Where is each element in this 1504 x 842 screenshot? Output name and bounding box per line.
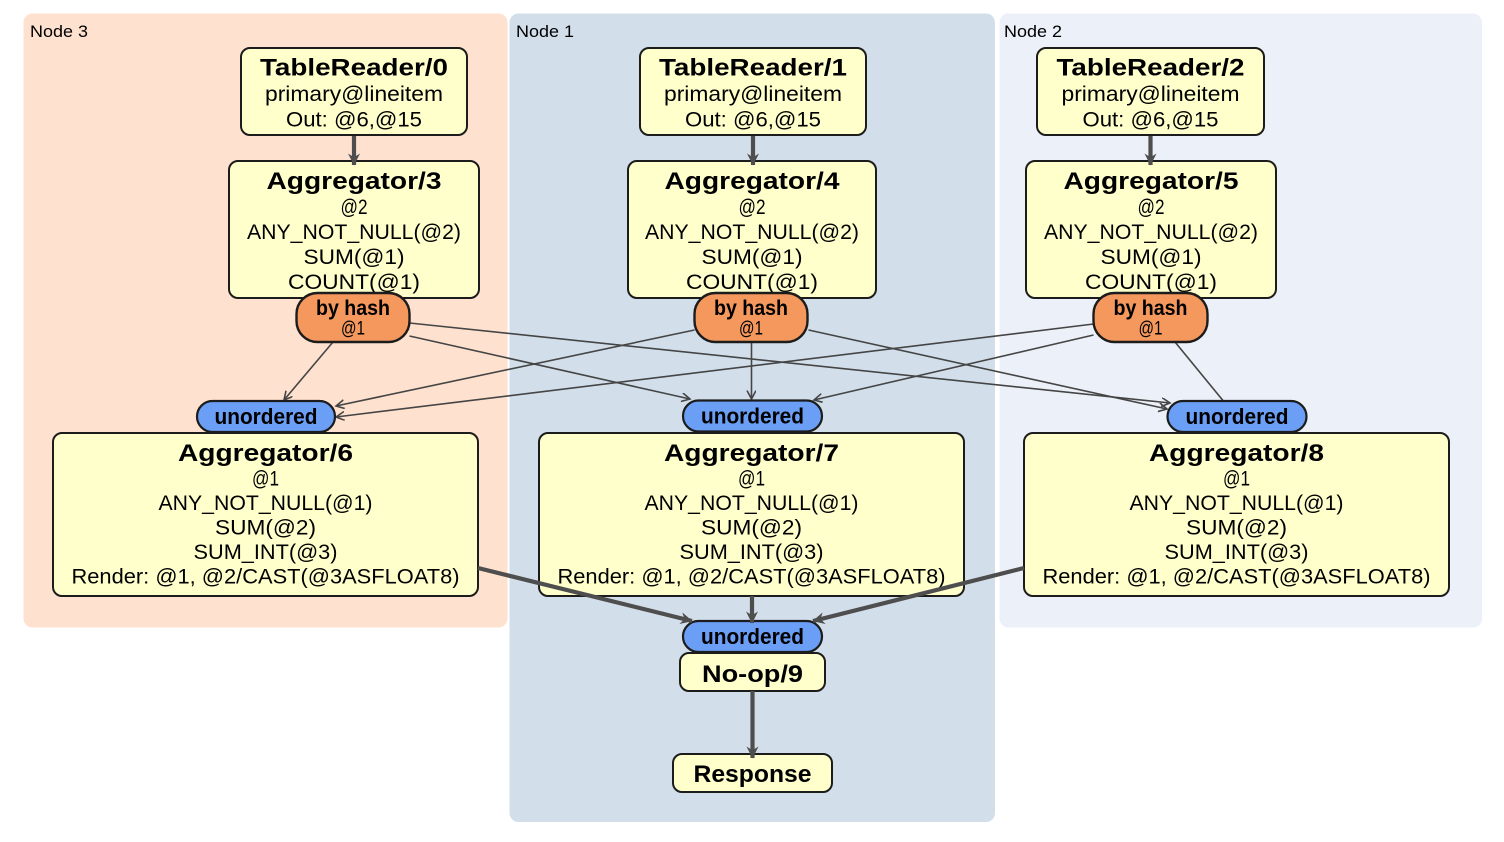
svg-text:Out: @6,@15: Out: @6,@15 bbox=[286, 109, 422, 132]
svg-text:COUNT(@1): COUNT(@1) bbox=[1085, 271, 1217, 294]
svg-text:unordered: unordered bbox=[701, 404, 804, 429]
svg-text:primary@lineitem: primary@lineitem bbox=[664, 83, 842, 106]
svg-text:TableReader/2: TableReader/2 bbox=[1057, 55, 1245, 82]
svg-text:SUM(@1): SUM(@1) bbox=[702, 246, 803, 269]
svg-text:No-op/9: No-op/9 bbox=[702, 661, 803, 688]
svg-text:SUM_INT(@3): SUM_INT(@3) bbox=[1165, 541, 1309, 564]
svg-text:ANY_NOT_NULL(@1): ANY_NOT_NULL(@1) bbox=[159, 492, 373, 515]
svg-text:by hash: by hash bbox=[316, 297, 390, 320]
svg-text:Aggregator/8: Aggregator/8 bbox=[1149, 440, 1324, 467]
svg-text:ANY_NOT_NULL(@1): ANY_NOT_NULL(@1) bbox=[1130, 492, 1344, 515]
svg-text:@1: @1 bbox=[341, 319, 365, 340]
svg-text:Render: @1, @2/CAST(@3ASFLOAT8: Render: @1, @2/CAST(@3ASFLOAT8) bbox=[558, 566, 946, 589]
svg-text:Node 2: Node 2 bbox=[1004, 22, 1062, 41]
svg-text:ANY_NOT_NULL(@2): ANY_NOT_NULL(@2) bbox=[1044, 221, 1258, 244]
svg-text:unordered: unordered bbox=[1186, 404, 1289, 429]
svg-text:ANY_NOT_NULL(@2): ANY_NOT_NULL(@2) bbox=[645, 221, 859, 244]
svg-text:@2: @2 bbox=[739, 196, 766, 219]
svg-text:unordered: unordered bbox=[215, 404, 318, 429]
svg-text:Node 3: Node 3 bbox=[30, 22, 88, 41]
svg-text:SUM(@1): SUM(@1) bbox=[304, 246, 405, 269]
svg-text:SUM(@2): SUM(@2) bbox=[701, 517, 802, 540]
svg-text:@1: @1 bbox=[1223, 468, 1250, 491]
svg-text:@1: @1 bbox=[738, 468, 765, 491]
svg-text:Render: @1, @2/CAST(@3ASFLOAT8: Render: @1, @2/CAST(@3ASFLOAT8) bbox=[1043, 566, 1431, 589]
svg-text:Response: Response bbox=[694, 761, 812, 788]
svg-text:@1: @1 bbox=[1139, 319, 1163, 340]
svg-text:SUM(@2): SUM(@2) bbox=[1186, 517, 1287, 540]
svg-text:Aggregator/3: Aggregator/3 bbox=[267, 168, 442, 195]
svg-text:@2: @2 bbox=[1138, 196, 1165, 219]
svg-text:ANY_NOT_NULL(@2): ANY_NOT_NULL(@2) bbox=[247, 221, 461, 244]
svg-text:Aggregator/6: Aggregator/6 bbox=[178, 440, 353, 467]
svg-text:primary@lineitem: primary@lineitem bbox=[265, 83, 443, 106]
svg-text:unordered: unordered bbox=[701, 624, 804, 649]
svg-text:SUM_INT(@3): SUM_INT(@3) bbox=[680, 541, 824, 564]
svg-text:SUM(@2): SUM(@2) bbox=[215, 517, 316, 540]
svg-text:Render: @1, @2/CAST(@3ASFLOAT8: Render: @1, @2/CAST(@3ASFLOAT8) bbox=[72, 566, 460, 589]
svg-text:primary@lineitem: primary@lineitem bbox=[1062, 83, 1240, 106]
svg-text:Aggregator/5: Aggregator/5 bbox=[1064, 168, 1239, 195]
svg-text:Out: @6,@15: Out: @6,@15 bbox=[685, 109, 821, 132]
svg-text:Aggregator/7: Aggregator/7 bbox=[664, 440, 839, 467]
svg-text:COUNT(@1): COUNT(@1) bbox=[686, 271, 818, 294]
svg-text:by hash: by hash bbox=[714, 297, 788, 320]
svg-text:by hash: by hash bbox=[1114, 297, 1188, 320]
svg-text:Node 1: Node 1 bbox=[516, 22, 574, 41]
svg-text:SUM(@1): SUM(@1) bbox=[1101, 246, 1202, 269]
svg-text:TableReader/0: TableReader/0 bbox=[260, 55, 448, 82]
svg-text:@1: @1 bbox=[252, 468, 279, 491]
svg-text:TableReader/1: TableReader/1 bbox=[659, 55, 847, 82]
svg-text:COUNT(@1): COUNT(@1) bbox=[288, 271, 420, 294]
svg-text:@2: @2 bbox=[341, 196, 368, 219]
svg-text:ANY_NOT_NULL(@1): ANY_NOT_NULL(@1) bbox=[645, 492, 859, 515]
svg-text:SUM_INT(@3): SUM_INT(@3) bbox=[194, 541, 338, 564]
svg-text:@1: @1 bbox=[739, 319, 763, 340]
svg-text:Out: @6,@15: Out: @6,@15 bbox=[1083, 109, 1219, 132]
svg-text:Aggregator/4: Aggregator/4 bbox=[665, 168, 841, 195]
